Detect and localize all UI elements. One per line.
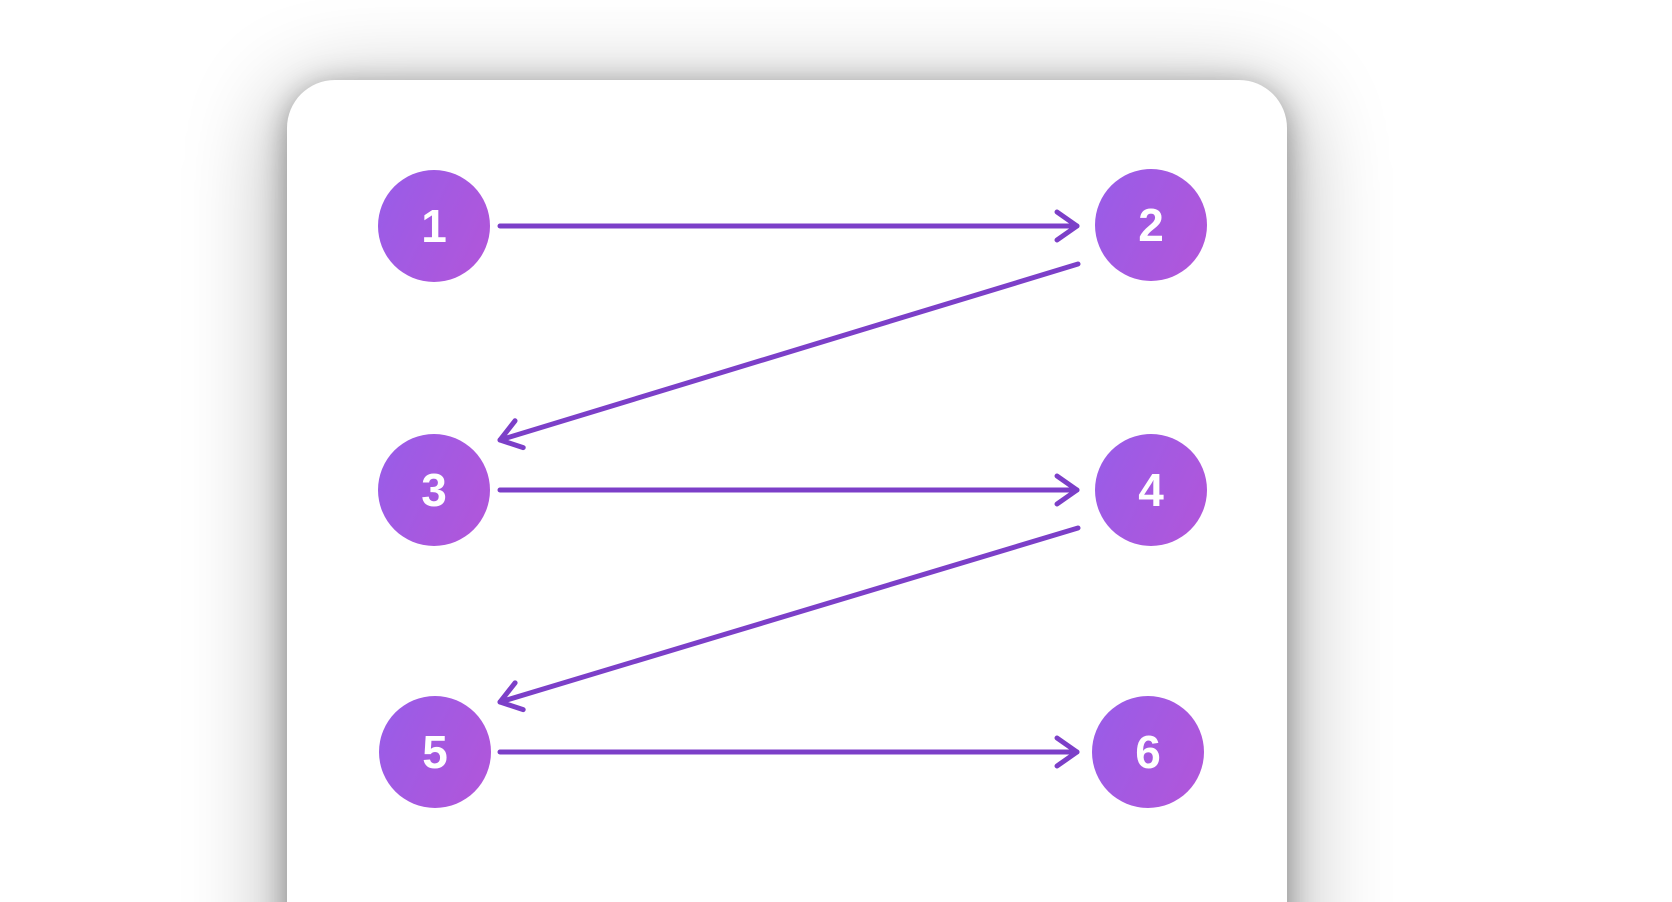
step-node-5: 5 (379, 696, 491, 808)
arrow-2-3 (497, 261, 1081, 451)
step-node-4: 4 (1095, 434, 1207, 546)
step-node-1: 1 (378, 170, 490, 282)
step-number-4: 4 (1138, 464, 1164, 516)
step-number-5: 5 (422, 726, 448, 778)
step-number-6: 6 (1135, 726, 1161, 778)
step-number-3: 3 (421, 464, 447, 516)
step-number-2: 2 (1138, 199, 1164, 251)
arrow-4-5 (497, 525, 1081, 713)
step-number-1: 1 (421, 200, 447, 252)
diagram-card: 1 2 3 4 5 6 (287, 80, 1287, 902)
step-node-6: 6 (1092, 696, 1204, 808)
step-node-2: 2 (1095, 169, 1207, 281)
step-node-3: 3 (378, 434, 490, 546)
